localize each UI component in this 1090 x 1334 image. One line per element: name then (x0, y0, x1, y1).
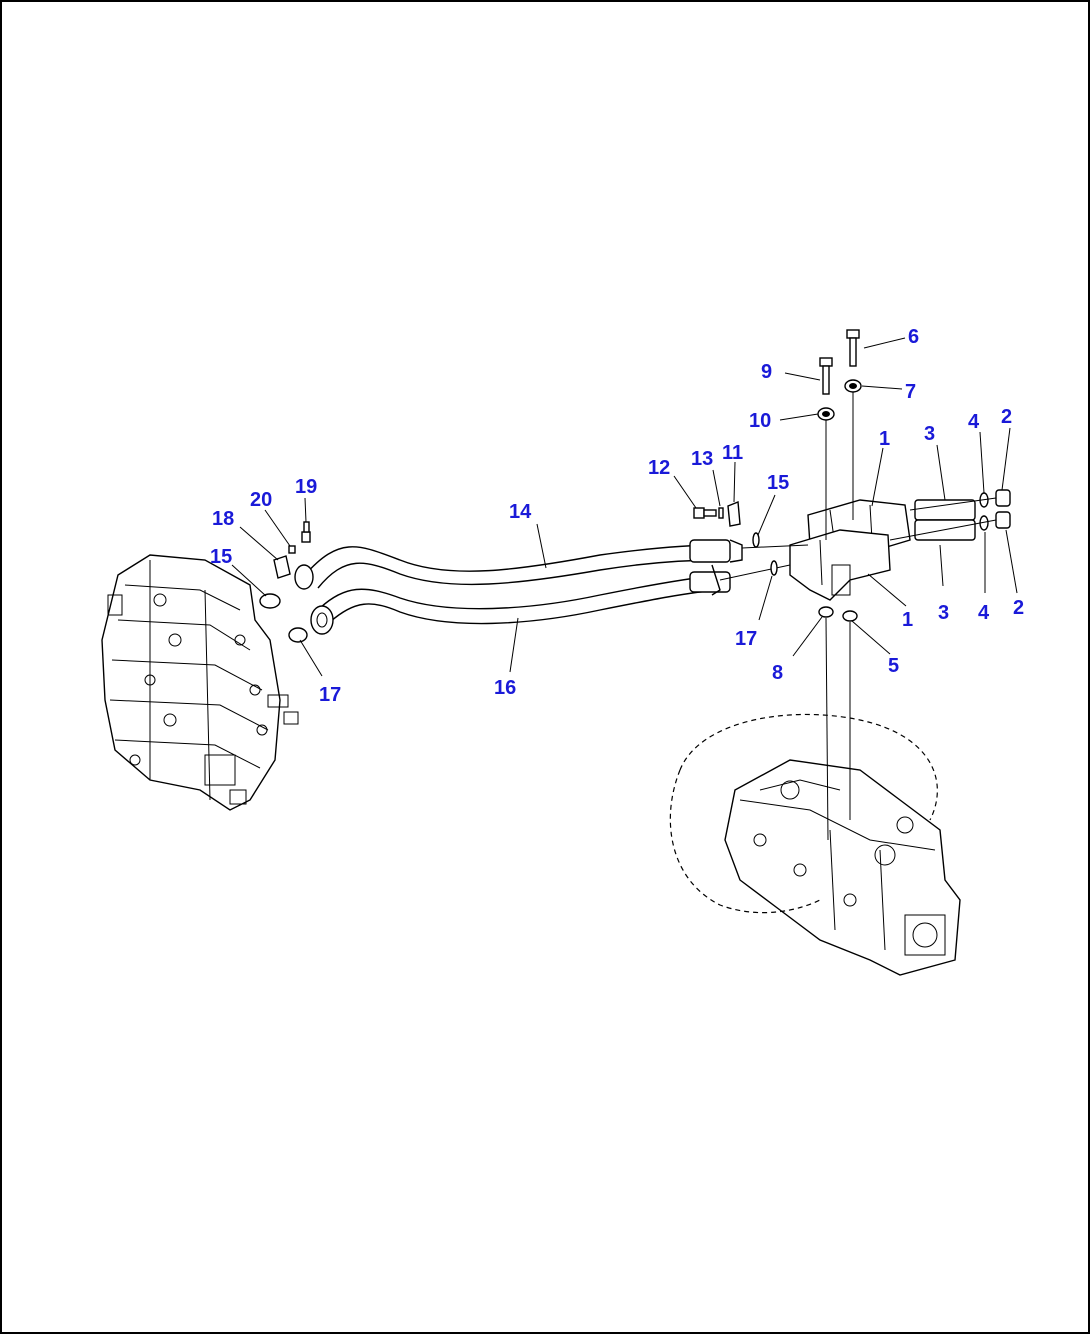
callout-12: 12 (648, 457, 670, 479)
callout-15a: 15 (210, 546, 232, 568)
callout-4b: 4 (978, 602, 990, 624)
callout-13: 13 (691, 448, 713, 470)
callout-1a: 1 (879, 428, 890, 450)
callout-17a: 17 (319, 684, 341, 706)
callout-11: 11 (722, 442, 743, 464)
callout-20: 20 (250, 489, 272, 511)
callout-10: 10 (749, 410, 771, 432)
hose-16 (319, 574, 721, 625)
callout-7: 7 (905, 381, 916, 403)
callout-9: 9 (761, 361, 772, 383)
callout-3b: 3 (938, 602, 949, 624)
callout-3a: 3 (924, 423, 935, 445)
callout-4a: 4 (968, 411, 980, 433)
callout-6: 6 (908, 326, 919, 348)
callouts: 6 9 7 10 1 3 4 2 12 13 11 15 14 1 3 4 2 … (210, 326, 1024, 706)
control-valve (101, 554, 299, 811)
callout-8: 8 (772, 662, 783, 684)
callout-18: 18 (212, 508, 234, 530)
callout-15b: 15 (767, 472, 789, 494)
leader-lines (231, 337, 1018, 677)
callout-19: 19 (295, 476, 317, 498)
hose-14 (304, 544, 721, 589)
callout-17b: 17 (735, 628, 757, 650)
callout-2b: 2 (1013, 597, 1024, 619)
main-pump (669, 713, 961, 976)
callout-5: 5 (888, 655, 899, 677)
callout-16: 16 (494, 677, 516, 699)
valve-block-1 (789, 499, 911, 601)
callout-1b: 1 (902, 609, 913, 631)
callout-2a: 2 (1001, 406, 1012, 428)
callout-14: 14 (509, 501, 532, 523)
